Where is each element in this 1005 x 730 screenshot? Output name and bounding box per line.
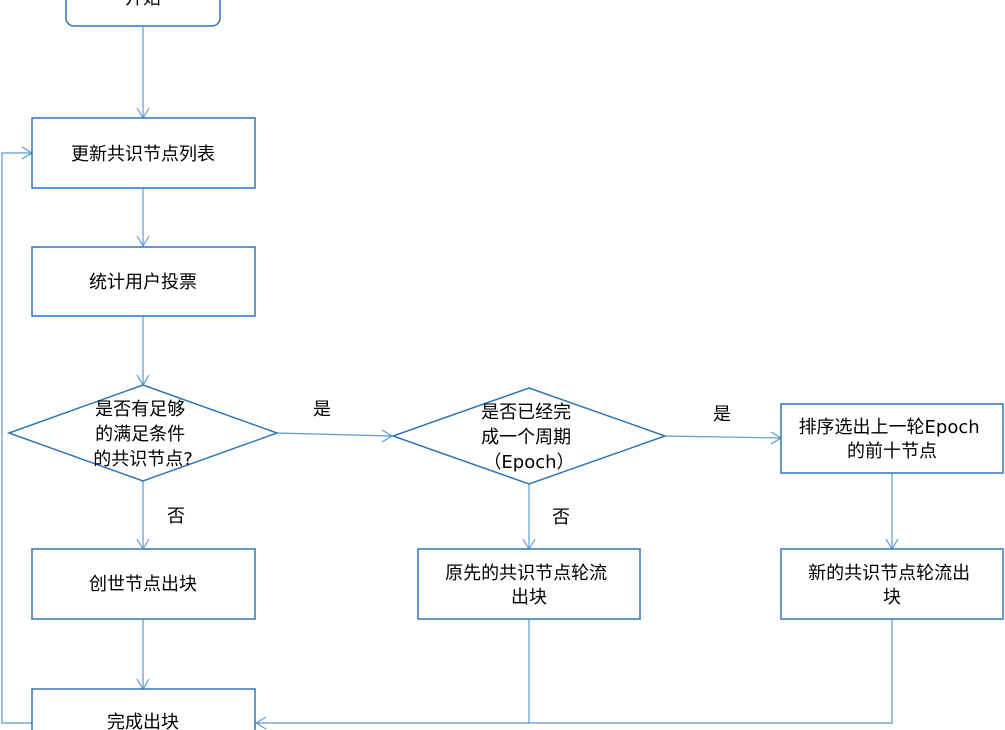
- node-old-nodes-block: [417, 548, 641, 620]
- node-new-nodes-block: [780, 548, 1004, 620]
- edge-label-yes-2: 是: [713, 404, 731, 425]
- label-start: 开始: [125, 0, 161, 9]
- label-decision-enough: 是否有足够 的满足条件 的共识节点?: [93, 399, 193, 470]
- node-start: [65, 0, 221, 27]
- label-decision-epoch: 是否已经完 成一个周期 （Epoch）: [481, 402, 577, 473]
- node-genesis-block: [31, 548, 256, 620]
- arrowhead: [136, 235, 150, 248]
- node-update-list: [31, 117, 256, 189]
- edge-label-no-1: 否: [167, 506, 185, 527]
- node-finish-block: [31, 688, 256, 730]
- label-count-votes: 统计用户投票: [89, 272, 197, 293]
- edge-decision-epoch-yes: [663, 435, 782, 439]
- arrowhead: [254, 716, 267, 730]
- edge-label-no-2: 否: [552, 507, 570, 528]
- edge-label-yes-1: 是: [313, 399, 331, 420]
- label-genesis-block: 创世节点出块: [89, 574, 197, 595]
- label-finish-block: 完成出块: [107, 712, 179, 730]
- label-old-nodes-block: 原先的共识节点轮流 出块: [445, 563, 613, 608]
- edge-old-to-finish: [256, 619, 530, 724]
- label-select-top10: 排序选出上一轮Epoch 的前十节点: [799, 417, 986, 462]
- edge-new-to-finish: [529, 619, 893, 724]
- node-select-top10: [780, 403, 1004, 474]
- node-decision-epoch: [390, 387, 668, 485]
- edge-loop-back-to-update: [1, 152, 32, 724]
- edge-decision-enough-yes: [275, 432, 393, 437]
- label-new-nodes-block: 新的共识节点轮流出 块: [808, 563, 976, 608]
- label-update-list: 更新共识节点列表: [71, 144, 215, 165]
- node-decision-enough: [6, 384, 280, 482]
- node-count-votes: [31, 246, 256, 317]
